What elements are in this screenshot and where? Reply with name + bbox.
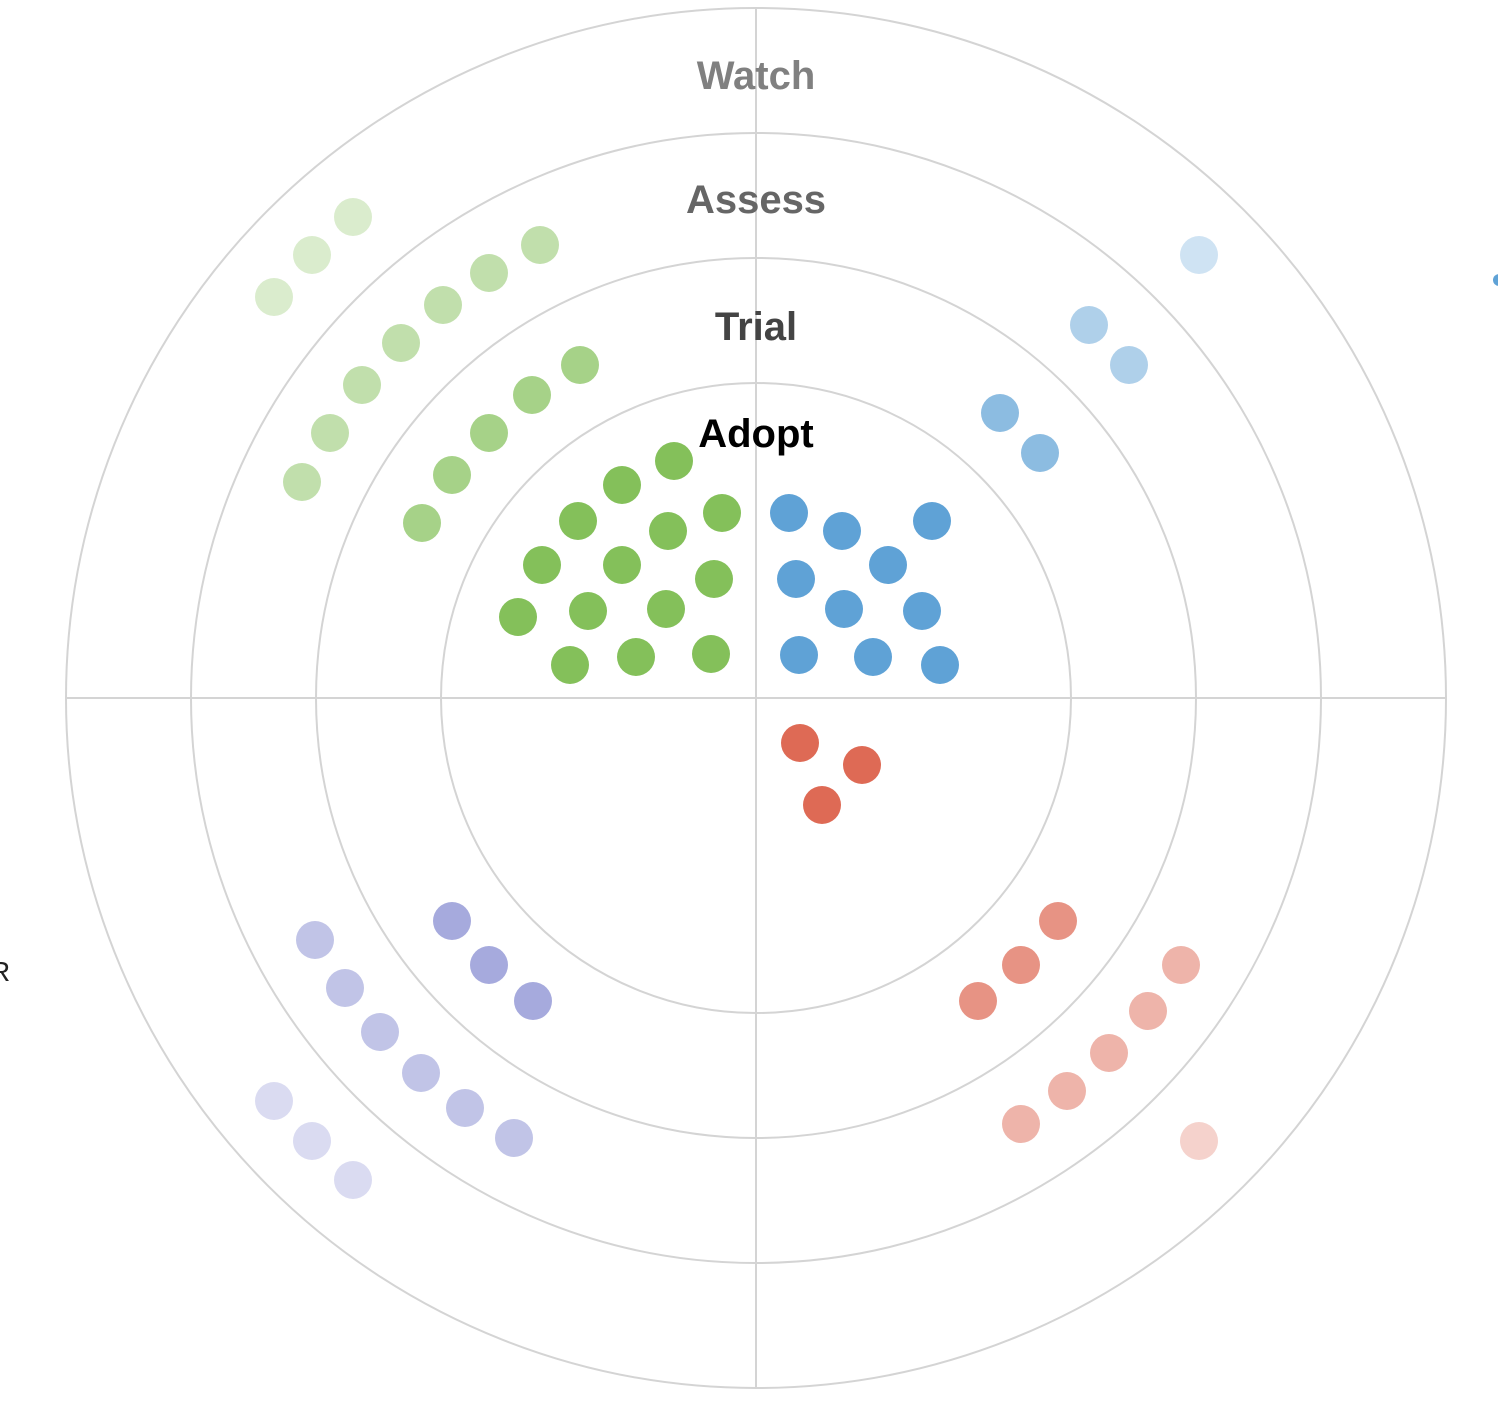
blip-bottom-left-watch-2[interactable]: [293, 1122, 331, 1160]
blip-top-right-adopt-6[interactable]: [825, 590, 863, 628]
blip-top-right-adopt-3[interactable]: [913, 502, 951, 540]
ring-labels: Adopt Trial Assess Watch: [686, 54, 826, 456]
blip-top-left-adopt-5[interactable]: [649, 512, 687, 550]
blip-bottom-right-assess-2[interactable]: [1129, 992, 1167, 1030]
blip-top-right-adopt-2[interactable]: [823, 512, 861, 550]
blip-top-left-watch-1[interactable]: [334, 198, 372, 236]
blip-top-right-adopt-7[interactable]: [903, 592, 941, 630]
blip-top-left-adopt-3[interactable]: [703, 494, 741, 532]
blip-top-left-watch-3[interactable]: [255, 278, 293, 316]
blip-bottom-right-adopt-3[interactable]: [803, 786, 841, 824]
radar-grid: [65, 7, 1447, 1389]
blip-top-left-trial-2[interactable]: [513, 376, 551, 414]
blip-bottom-right-watch-1[interactable]: [1180, 1122, 1218, 1160]
blip-top-right-assess-1[interactable]: [1070, 306, 1108, 344]
blip-bottom-right-assess-4[interactable]: [1048, 1072, 1086, 1110]
blip-top-left-adopt-13[interactable]: [617, 638, 655, 676]
blip-top-left-trial-5[interactable]: [403, 504, 441, 542]
blip-top-left-adopt-7[interactable]: [603, 546, 641, 584]
blip-top-left-assess-3[interactable]: [424, 286, 462, 324]
blip-bottom-left-assess-5[interactable]: [446, 1089, 484, 1127]
offscreen-legend-dot: [1493, 274, 1498, 286]
blip-bottom-right-trial-2[interactable]: [1002, 946, 1040, 984]
ring-label-adopt: Adopt: [698, 412, 814, 456]
blip-top-left-trial-1[interactable]: [561, 346, 599, 384]
blip-top-right-adopt-4[interactable]: [869, 546, 907, 584]
ring-label-assess: Assess: [686, 178, 826, 222]
blip-top-left-trial-3[interactable]: [470, 414, 508, 452]
blip-top-right-adopt-5[interactable]: [777, 560, 815, 598]
blip-bottom-left-assess-6[interactable]: [495, 1119, 533, 1157]
blip-bottom-right-assess-1[interactable]: [1162, 946, 1200, 984]
blip-top-left-watch-2[interactable]: [293, 236, 331, 274]
blip-top-right-trial-1[interactable]: [981, 394, 1019, 432]
blip-top-right-adopt-1[interactable]: [770, 494, 808, 532]
blip-bottom-left-assess-3[interactable]: [361, 1013, 399, 1051]
blip-top-right-assess-2[interactable]: [1110, 346, 1148, 384]
blip-top-right-adopt-10[interactable]: [921, 646, 959, 684]
blip-bottom-left-trial-2[interactable]: [470, 946, 508, 984]
blip-top-left-adopt-4[interactable]: [559, 502, 597, 540]
blip-bottom-left-watch-1[interactable]: [255, 1082, 293, 1120]
blip-top-left-adopt-14[interactable]: [692, 635, 730, 673]
ring-label-trial: Trial: [715, 305, 797, 349]
blip-top-left-assess-6[interactable]: [311, 414, 349, 452]
blip-top-left-assess-4[interactable]: [382, 324, 420, 362]
blip-bottom-right-assess-3[interactable]: [1090, 1034, 1128, 1072]
blip-top-left-assess-5[interactable]: [343, 366, 381, 404]
blip-top-left-adopt-8[interactable]: [695, 560, 733, 598]
blip-bottom-left-assess-2[interactable]: [326, 969, 364, 1007]
blip-top-right-trial-2[interactable]: [1021, 434, 1059, 472]
blips: [255, 198, 1218, 1199]
blip-top-left-adopt-11[interactable]: [647, 590, 685, 628]
blip-top-left-adopt-9[interactable]: [499, 598, 537, 636]
blip-bottom-right-trial-1[interactable]: [1039, 902, 1077, 940]
blip-bottom-left-assess-4[interactable]: [402, 1054, 440, 1092]
blip-top-left-adopt-1[interactable]: [655, 442, 693, 480]
blip-bottom-left-trial-1[interactable]: [433, 902, 471, 940]
blip-bottom-right-adopt-1[interactable]: [781, 724, 819, 762]
blip-top-left-assess-1[interactable]: [521, 226, 559, 264]
offscreen-quadrant-label-fragment: R: [0, 956, 11, 987]
blip-top-left-adopt-10[interactable]: [569, 592, 607, 630]
blip-top-left-assess-7[interactable]: [283, 463, 321, 501]
blip-bottom-left-trial-3[interactable]: [514, 982, 552, 1020]
blip-top-left-adopt-6[interactable]: [523, 546, 561, 584]
blip-top-right-watch-1[interactable]: [1180, 236, 1218, 274]
blip-top-right-adopt-9[interactable]: [854, 638, 892, 676]
blip-bottom-right-adopt-2[interactable]: [843, 746, 881, 784]
blip-top-left-adopt-2[interactable]: [603, 466, 641, 504]
blip-top-left-adopt-12[interactable]: [551, 646, 589, 684]
ring-label-watch: Watch: [697, 54, 816, 98]
blip-bottom-right-trial-3[interactable]: [959, 982, 997, 1020]
blip-top-left-assess-2[interactable]: [470, 254, 508, 292]
blip-bottom-left-watch-3[interactable]: [334, 1161, 372, 1199]
blip-top-left-trial-4[interactable]: [433, 456, 471, 494]
blip-top-right-adopt-8[interactable]: [780, 636, 818, 674]
blip-bottom-right-assess-5[interactable]: [1002, 1105, 1040, 1143]
blip-bottom-left-assess-1[interactable]: [296, 921, 334, 959]
